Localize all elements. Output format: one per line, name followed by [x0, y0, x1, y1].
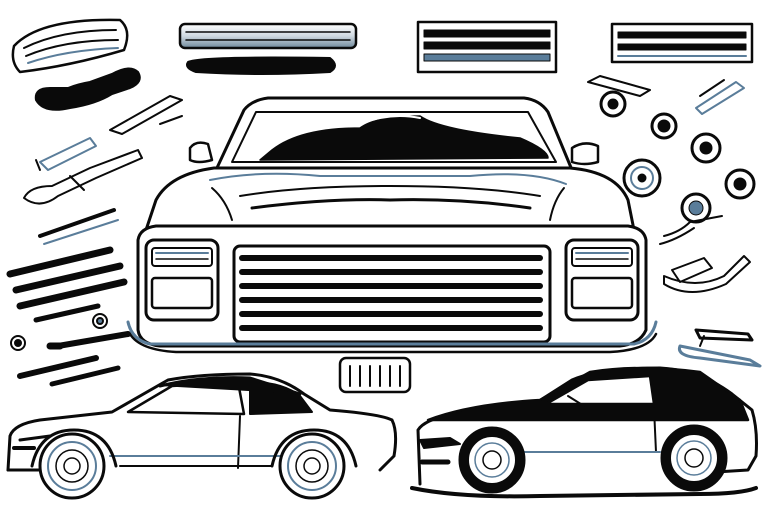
coupe-side-icon [410, 366, 758, 499]
coupe-rear-wheel-icon [660, 424, 728, 492]
top-right-bar-icon [610, 22, 754, 64]
visor-part-icon [11, 18, 129, 74]
sedan-front-wheel-icon [38, 432, 106, 500]
bumper-blocks-icon [34, 67, 141, 111]
left-bracket-parts-icon [23, 95, 183, 245]
right-discs-icon [599, 90, 756, 224]
truck-grille-icon [239, 255, 543, 331]
left-trim-stripes-icon [6, 246, 131, 387]
license-plate-icon [338, 356, 412, 394]
classic-truck-front-icon [126, 96, 658, 394]
coupe-front-wheel-icon [458, 426, 526, 494]
sedan-rear-wheel-icon [278, 432, 346, 500]
top-chrome-bar-icon [178, 22, 358, 75]
top-grille-strip-icon [416, 20, 558, 74]
left-small-bolts-icon [10, 313, 108, 351]
right-bracket-parts-icon [587, 75, 762, 368]
sedan-side-icon [6, 372, 398, 500]
